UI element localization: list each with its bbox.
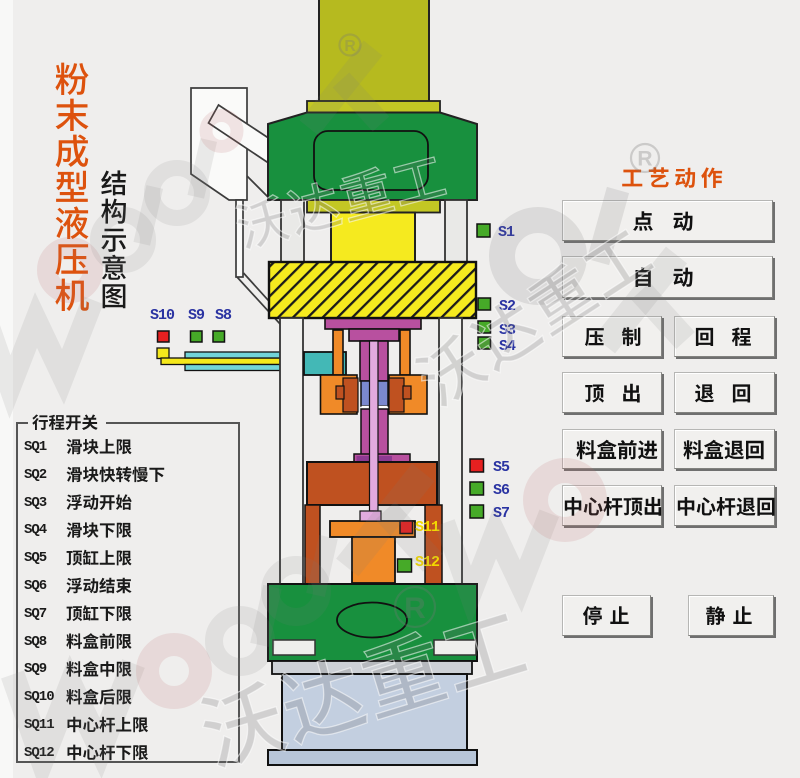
svg-text:R: R bbox=[344, 38, 356, 55]
svg-text:R: R bbox=[404, 592, 426, 625]
svg-text:R: R bbox=[637, 148, 652, 171]
